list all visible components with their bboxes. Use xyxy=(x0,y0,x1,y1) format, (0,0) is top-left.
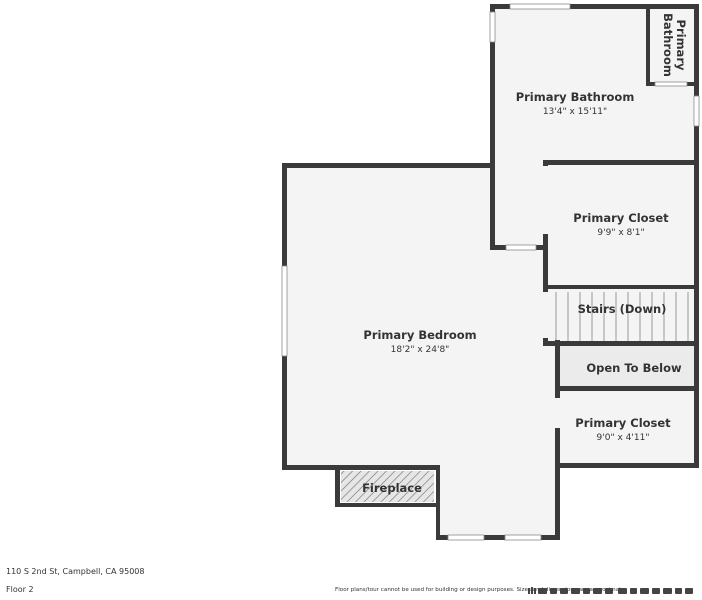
primary-bedroom-name: Primary Bedroom xyxy=(363,328,476,342)
fireplace-hatch xyxy=(341,471,434,502)
stairs-label: Stairs (Down) xyxy=(578,302,667,316)
primary-closet-upper-name: Primary Closet xyxy=(573,211,669,225)
brand-logo xyxy=(528,587,693,594)
address-text: 110 S 2nd St, Campbell, CA 95008 xyxy=(6,567,145,576)
open-to-below-label: Open To Below xyxy=(586,361,682,375)
floor-area xyxy=(286,7,697,536)
floor-label: Floor 2 xyxy=(6,585,34,594)
windows xyxy=(281,3,700,541)
primary-closet-lower-name: Primary Closet xyxy=(575,416,671,430)
primary-closet-lower-dims: 9'0" x 4'11" xyxy=(597,433,650,443)
primary-closet-upper-dims: 9'9" x 8'1" xyxy=(597,228,644,238)
wc-label-line1: Primary xyxy=(674,20,688,71)
primary-bedroom-dims: 18'2" x 24'8" xyxy=(391,345,450,355)
stairs-treads xyxy=(555,292,689,343)
disclaimer-text: Floor plans/tour cannot be used for buil… xyxy=(335,587,627,593)
wc-label-line2: Bathroom xyxy=(661,13,675,77)
primary-bathroom-name: Primary Bathroom xyxy=(516,90,635,104)
fireplace-label: Fireplace xyxy=(362,481,422,495)
open-to-below-area xyxy=(560,346,696,388)
door-openings xyxy=(543,166,560,428)
primary-bathroom-dims: 13'4" x 15'11" xyxy=(543,107,607,117)
